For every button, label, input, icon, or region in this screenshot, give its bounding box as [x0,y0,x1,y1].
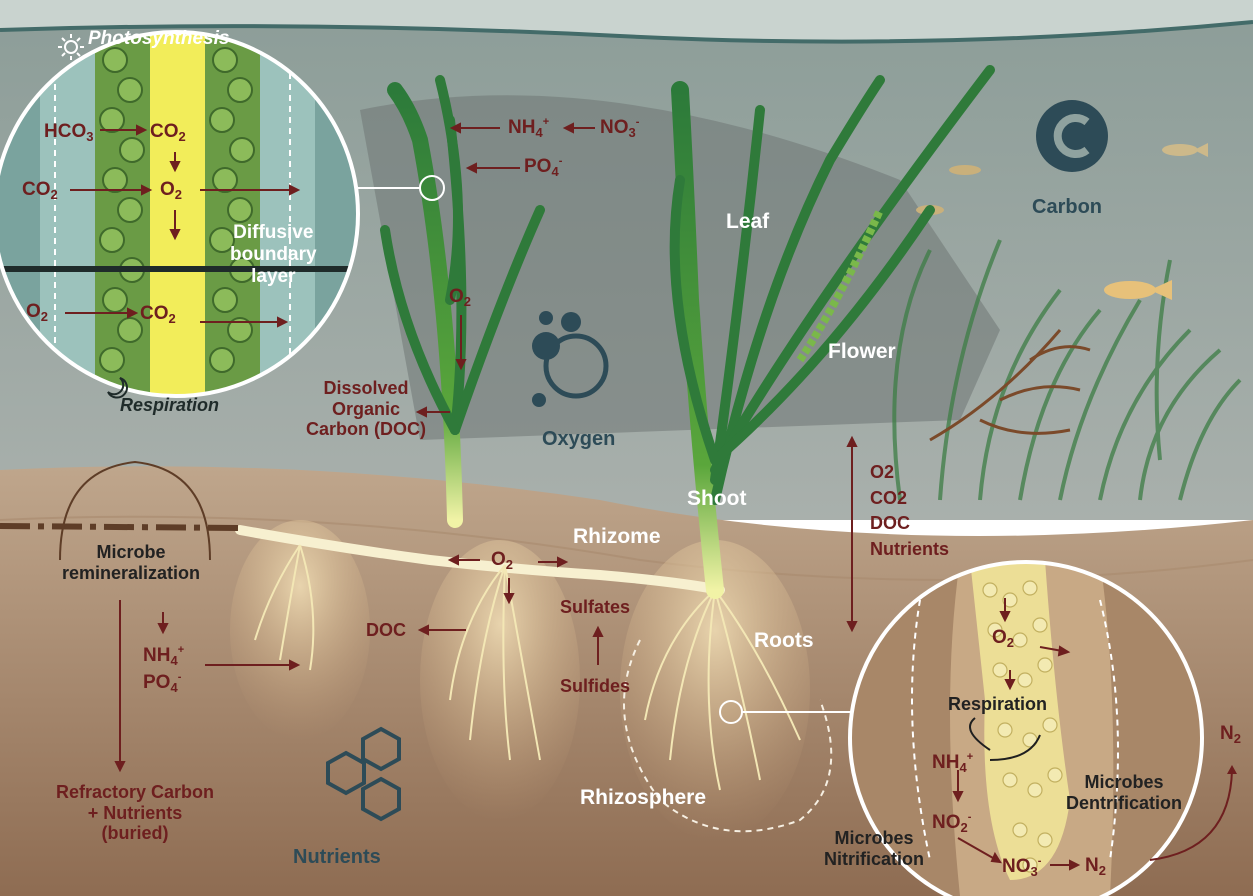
o2-label-root: O2 [992,628,1014,649]
carbon-icon [1036,100,1108,172]
doc-line-2: Organic [306,399,426,420]
co2-label-b: CO2 [22,180,58,201]
exchange-list: O2 CO2 DOC Nutrients [870,460,949,562]
oxygen-label: Oxygen [542,428,615,451]
diffusive-line-2: boundary [230,244,317,266]
refractory-line-2: + Nutrients [56,803,214,824]
dent-line-1: Microbes [1066,772,1182,793]
co2-label-a: CO2 [150,122,186,143]
refractory-carbon-label: Refractory Carbon + Nutrients (buried) [56,782,214,844]
roots-label: Roots [754,629,814,653]
exchange-nutrients: Nutrients [870,537,949,563]
refractory-line-3: (buried) [56,823,214,844]
rhizosphere-label: Rhizosphere [580,786,706,810]
doc-line-1: Dissolved [306,378,426,399]
doc-line-3: Carbon (DOC) [306,419,426,440]
n2-label-root: N2 [1085,856,1106,877]
respiration-label-top: Respiration [120,395,219,416]
microbe-line-2: remineralization [62,563,200,584]
sulfates-label: Sulfates [560,597,630,618]
o2-label-a: O2 [160,180,182,201]
nh4-label-root: NH4+ [932,752,973,774]
shoot-label: Shoot [687,487,746,511]
n2-label-out: N2 [1220,724,1241,745]
nit-line-1: Microbes [824,828,924,849]
o2-label-rhizome: O2 [491,550,513,571]
no3-label-root: NO3- [1002,856,1041,878]
nh4-label-sediment: NH4+ [143,645,184,667]
flower-label: Flower [828,340,896,364]
hco3-label: HCO3 [44,122,93,143]
rhizome-label: Rhizome [573,525,661,549]
no3-label-leaf: NO3- [600,117,639,139]
diffusive-line-3: layer [230,266,317,288]
doc-label: Dissolved Organic Carbon (DOC) [306,378,426,440]
respiration-label-root: Respiration [948,694,1047,715]
exchange-o2: O2 [870,460,949,486]
o2-label-leaf: O2 [449,287,471,308]
diffusive-line-1: Diffusive [230,222,317,244]
photosynthesis-label: Photosynthesis [88,28,229,50]
exchange-doc: DOC [870,511,949,537]
microbes-dentrification-label: Microbes Dentrification [1066,772,1182,813]
sulfides-label: Sulfides [560,676,630,697]
nutrients-label: Nutrients [293,846,381,869]
nit-line-2: Nitrification [824,849,924,870]
po4-label-sediment: PO4- [143,672,181,694]
no2-label-root: NO2- [932,812,971,834]
microbe-remineralization-label: Microbe remineralization [62,542,200,583]
po4-label-leaf: PO4- [524,156,562,178]
o2-label-b: O2 [26,302,48,323]
microbe-line-1: Microbe [62,542,200,563]
nh4-label-leaf: NH4+ [508,117,549,139]
doc-sediment-label: DOC [366,620,406,641]
carbon-label: Carbon [1032,196,1102,219]
microbes-nitrification-label: Microbes Nitrification [824,828,924,869]
dent-line-2: Dentrification [1066,793,1182,814]
co2-label-c: CO2 [140,304,176,325]
diffusive-boundary-label: Diffusive boundary layer [230,222,317,288]
exchange-co2: CO2 [870,486,949,512]
refractory-line-1: Refractory Carbon [56,782,214,803]
leaf-label: Leaf [726,210,769,234]
